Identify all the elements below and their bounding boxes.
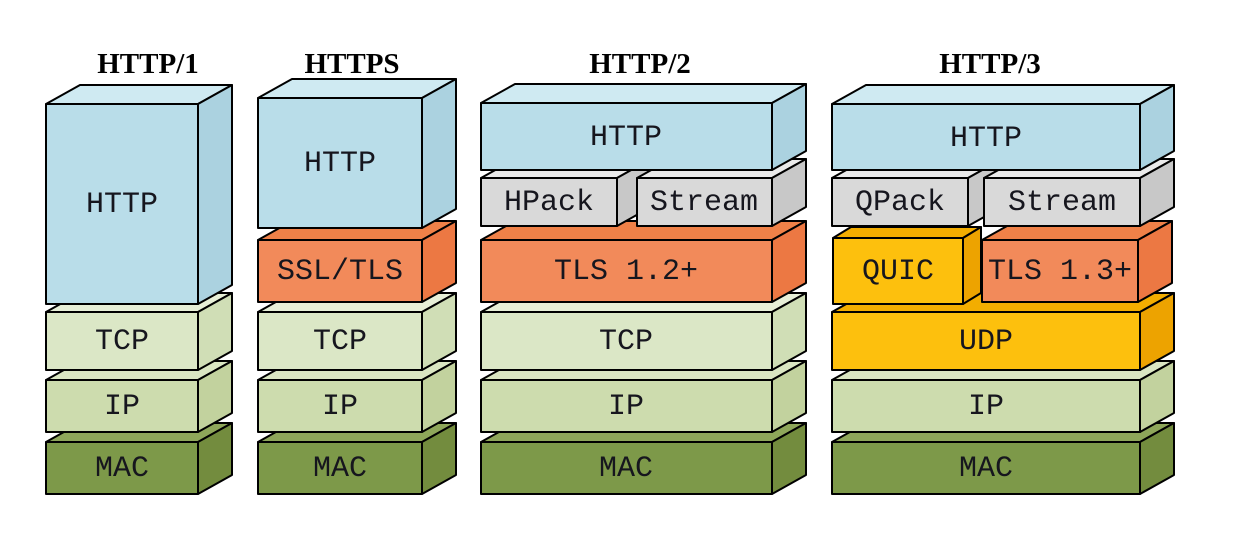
- stack-http2: MAC IP TCP TLS 1.2+ HPack: [480, 48, 807, 495]
- http3-stream-label: Stream: [1008, 186, 1116, 220]
- http2-tls-box: TLS 1.2+: [480, 220, 807, 303]
- http1-http-box: HTTP: [45, 84, 233, 305]
- https-tcp-label: TCP: [313, 325, 367, 359]
- http3-ip-box: IP: [831, 360, 1175, 433]
- https-http-label: HTTP: [304, 147, 376, 181]
- http2-title: HTTP/2: [589, 48, 691, 80]
- http2-mac-box: MAC: [480, 422, 807, 495]
- http1-tcp-label: TCP: [95, 325, 149, 359]
- https-title: HTTPS: [304, 48, 399, 80]
- http2-tcp-box: TCP: [480, 292, 807, 371]
- http2-hpack-label: HPack: [504, 186, 594, 220]
- https-ssl-tls-box: SSL/TLS: [257, 220, 457, 303]
- http3-mac-box: MAC: [831, 422, 1175, 495]
- https-ip-label: IP: [322, 390, 358, 424]
- http2-ip-label: IP: [608, 390, 644, 424]
- http3-udp-label: UDP: [959, 325, 1013, 359]
- http3-qpack-label: QPack: [855, 186, 945, 220]
- http3-mac-label: MAC: [959, 452, 1013, 486]
- http1-ip-label: IP: [104, 390, 140, 424]
- http2-mac-label: MAC: [599, 452, 653, 486]
- https-mac-label: MAC: [313, 452, 367, 486]
- https-tcp-box: TCP: [257, 292, 457, 371]
- stack-http3: MAC IP UDP TLS 1.3+ QUIC: [831, 48, 1175, 495]
- http1-mac-label: MAC: [95, 452, 149, 486]
- https-mac-box: MAC: [257, 422, 457, 495]
- http3-ip-label: IP: [968, 390, 1004, 424]
- http2-ip-box: IP: [480, 360, 807, 433]
- https-http-box: HTTP: [257, 78, 457, 229]
- http3-http-label: HTTP: [950, 122, 1022, 156]
- http2-http-label: HTTP: [590, 121, 662, 155]
- http2-tcp-label: TCP: [599, 325, 653, 359]
- http2-http-box: HTTP: [480, 83, 807, 171]
- http3-tls-label: TLS 1.3+: [988, 255, 1132, 289]
- stack-http1: MAC IP TCP HTTP HTTP/1: [45, 48, 233, 495]
- http1-title: HTTP/1: [97, 48, 199, 80]
- http2-stream-label: Stream: [650, 186, 758, 220]
- http3-http-box: HTTP: [831, 84, 1175, 171]
- https-ip-box: IP: [257, 360, 457, 433]
- http2-tls-label: TLS 1.2+: [554, 255, 698, 289]
- http3-quic-box: QUIC: [832, 226, 982, 305]
- http3-title: HTTP/3: [939, 48, 1041, 80]
- http1-mac-box: MAC: [45, 422, 233, 495]
- stack-https: MAC IP TCP SSL/TLS HTTP HTTPS: [257, 48, 457, 495]
- http1-ip-box: IP: [45, 360, 233, 433]
- http3-quic-label: QUIC: [862, 255, 934, 289]
- http1-http-label: HTTP: [86, 188, 158, 222]
- http3-tls-box: TLS 1.3+: [981, 220, 1173, 303]
- https-ssl-tls-label: SSL/TLS: [277, 255, 403, 289]
